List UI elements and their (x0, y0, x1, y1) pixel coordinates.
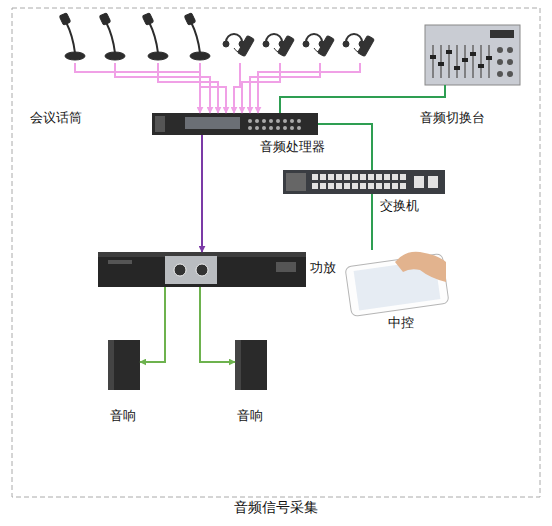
device-node: 音响 (235, 338, 267, 390)
device-node: 音响 (108, 338, 140, 390)
device-node: 交换机 (283, 170, 445, 194)
signal-line (318, 124, 372, 170)
device-node: 音频切换台 (425, 25, 520, 85)
signal-connector (280, 85, 445, 113)
signal-line (234, 63, 240, 113)
device-label: 交换机 (380, 198, 419, 214)
device-label: 音频处理器 (260, 139, 325, 155)
signal-line (242, 63, 280, 113)
device-node: 音频处理器 (152, 113, 318, 135)
signal-line (250, 63, 320, 113)
audio-processor (152, 113, 318, 135)
device-label: 音响 (110, 408, 136, 424)
signal-line (200, 63, 226, 113)
signal-connector (318, 124, 372, 170)
tablet-controller (345, 252, 449, 317)
device-label: 功放 (310, 260, 336, 276)
device-label: 音频切换台 (420, 110, 485, 126)
signal-line (115, 63, 210, 113)
signal-line (280, 85, 445, 113)
device-node: 会议话筒 (20, 15, 380, 63)
device-label: 中控 (388, 315, 414, 331)
network-switch (283, 170, 445, 194)
signal-connector (202, 135, 203, 252)
signal-line (140, 287, 165, 362)
dashed-border (12, 8, 540, 497)
signal-line (201, 135, 203, 252)
signal-line (258, 63, 360, 113)
signal-connector (75, 63, 360, 113)
switch-console (425, 25, 520, 85)
speakers (108, 340, 267, 390)
device-node: 中控 (345, 250, 450, 310)
wireless-headsets (223, 34, 374, 57)
gooseneck-mics (59, 13, 210, 60)
device-label: 会议话筒 (30, 110, 82, 126)
signal-line (371, 194, 373, 250)
device-label: 音响 (237, 408, 263, 424)
signal-line (75, 63, 200, 113)
signal-connector (372, 194, 373, 250)
power-amplifier (98, 252, 306, 287)
signal-connector (200, 287, 235, 362)
caption: 音频信号采集 (0, 498, 552, 516)
signal-connector (140, 287, 165, 362)
device-node: 功放 (98, 252, 306, 287)
signal-line (200, 287, 235, 362)
